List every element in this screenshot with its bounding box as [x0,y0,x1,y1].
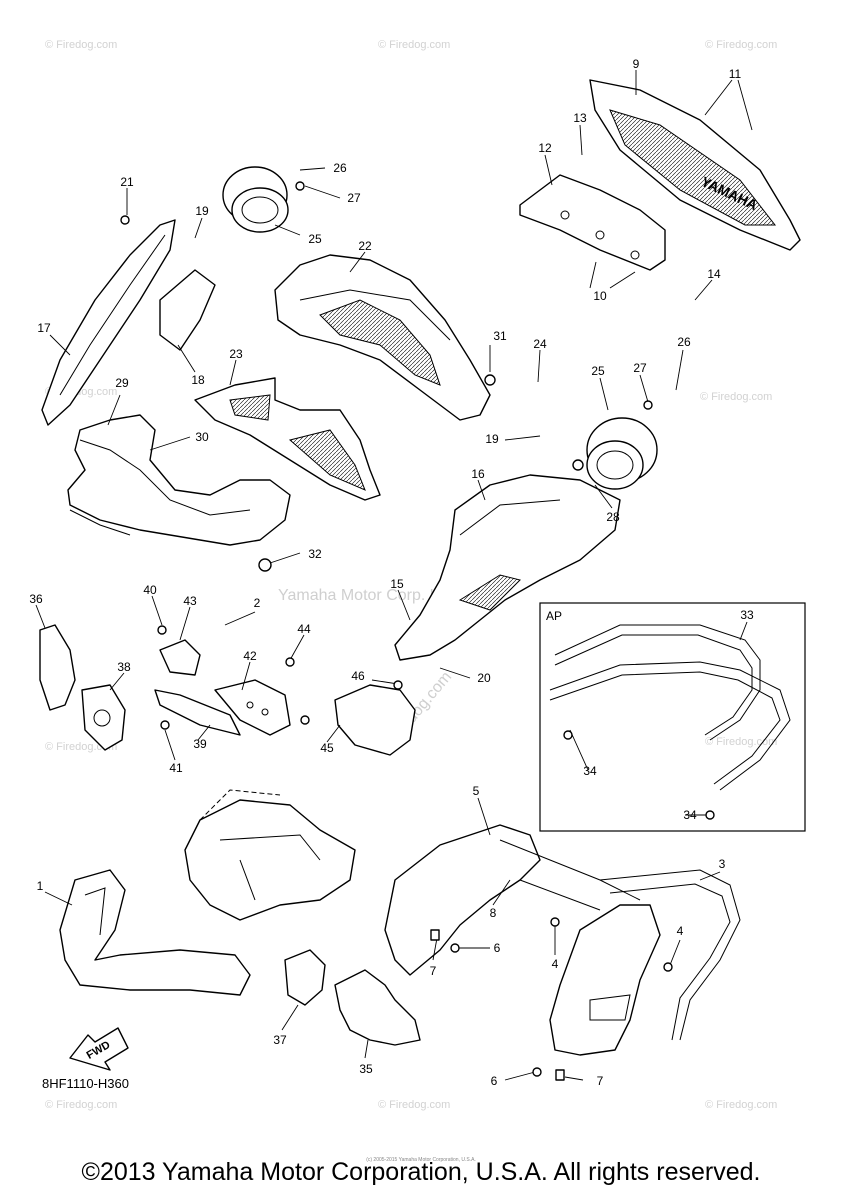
callout-number: 3 [719,857,726,871]
watermark: © Firedog.com [378,39,450,51]
right-lower-cover [549,904,661,1056]
part-16-side-cover [394,474,621,661]
callout-number: 30 [195,430,209,444]
part-22-inner-cover [274,254,491,421]
callout-number: 10 [593,289,607,303]
callout-number: 16 [471,467,485,481]
callout-number: 6 [491,1074,498,1088]
part-35-duct [334,969,421,1046]
callout-number: 25 [591,364,605,378]
watermark: © Firedog.com [705,736,777,748]
diagram-code: 8HF1110-H360 [42,1076,129,1091]
callout-number: 19 [195,204,209,218]
callout-number: 15 [390,577,404,591]
callout-number: 5 [473,784,480,798]
watermark-center: Yamaha Motor Corp. U.S.A. [278,587,476,604]
callout-number: 8 [490,906,497,920]
callout-number: 18 [191,373,205,387]
callout-number: 45 [320,741,334,755]
part-18-panel [159,269,216,351]
part-38-plate [81,684,126,751]
part-12-bracket [519,174,666,271]
callout-number: 43 [183,594,197,608]
part-45-cover [334,684,416,756]
callout-number: 27 [633,361,647,375]
inset-ap: AP [539,602,806,832]
callout-number: 26 [333,161,347,175]
part-36-cover [39,624,76,711]
part-1-lower-cowl [59,869,251,996]
watermark: © Firedog.com [45,1099,117,1111]
part-17-side-cover [41,219,176,426]
callout-number: 46 [351,669,365,683]
callout-number: 25 [308,232,322,246]
fwd-arrow: FWD [69,1027,129,1071]
bolts [120,181,715,1081]
callout-number: 14 [707,267,721,281]
watermark: © Firedog.com [45,39,117,51]
part-25-ring [222,166,289,233]
callout-number: 42 [243,649,257,663]
callout-number: 9 [633,57,640,71]
part-29-bracket [67,414,291,546]
callout-number: 20 [477,671,491,685]
part-43-bracket [159,639,201,676]
part-9-cover: YAMAHA [589,79,801,251]
callout-number: 33 [740,608,754,622]
callout-number: 2 [254,596,261,610]
callout-number: 34 [683,808,697,822]
part-42-bracket [214,679,291,736]
callout-number: 13 [573,111,587,125]
callout-number: 7 [597,1074,604,1088]
part-37-seal [284,949,326,1006]
callout-number: 11 [729,67,742,81]
part-3-guard-tube [599,869,741,1041]
callout-number: 1 [37,879,44,893]
callout-number: 32 [308,547,322,561]
callout-number: 23 [229,347,243,361]
callout-number: 27 [347,191,361,205]
inset-label: AP [546,609,562,623]
part-23-inner-panel [194,377,381,501]
callout-number: 12 [538,141,552,155]
part-25-ring-right [586,417,658,490]
callout-number: 41 [169,761,183,775]
watermark: © Firedog.com [378,1099,450,1111]
callout-number: 24 [533,337,547,351]
callout-number: 4 [677,924,684,938]
callout-number: 7 [430,964,437,978]
callout-number: 37 [273,1033,287,1047]
part-39-arm [154,689,241,736]
watermark: © Firedog.com [705,1099,777,1111]
callout-number: 44 [297,622,311,636]
callout-number: 21 [120,175,134,189]
callout-number: 38 [117,660,131,674]
callout-number: 39 [193,737,207,751]
callout-number: 29 [115,376,129,390]
fine-print: (c) 2005-2015 Yamaha Motor Corporation, … [366,1157,476,1163]
callout-number: 28 [606,510,620,524]
callout-number: 35 [359,1062,373,1076]
callout-number: 34 [583,764,597,778]
front-frame [184,789,356,921]
watermark: © Firedog.com [705,39,777,51]
callout-number: 6 [494,941,501,955]
callout-number: 17 [37,321,51,335]
callout-number: 22 [358,239,372,253]
callout-number: 36 [29,592,43,606]
callout-number: 40 [143,583,157,597]
watermark: © Firedog.com [700,391,772,403]
callouts: 1 2 3 4 4 5 6 6 7 7 8 9 10 11 12 13 [29,57,754,1088]
copyright-footer: ©2013 Yamaha Motor Corporation, U.S.A. A… [81,1158,761,1186]
callout-number: 19 [485,432,499,446]
callout-number: 31 [493,329,507,343]
callout-number: 4 [552,957,559,971]
callout-number: 26 [677,335,691,349]
